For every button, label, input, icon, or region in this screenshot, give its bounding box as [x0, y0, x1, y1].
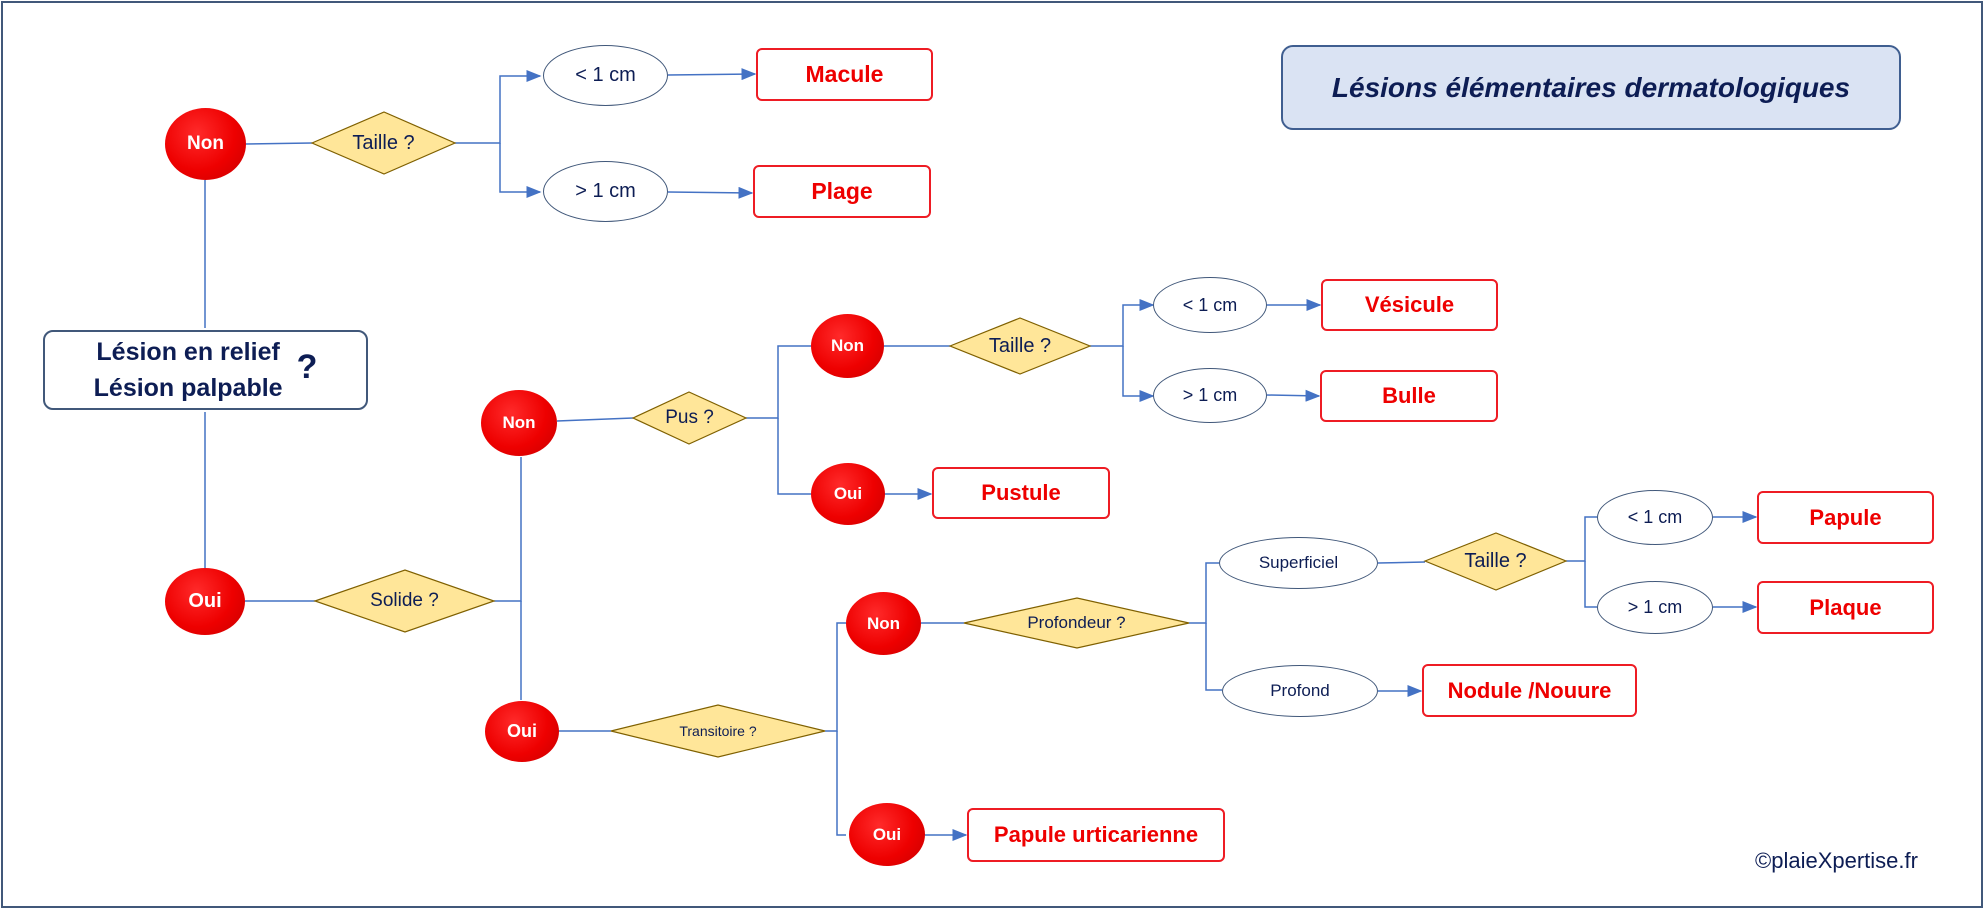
answer-non-pus: Non: [811, 314, 884, 378]
decision-solide-shape: [313, 569, 496, 633]
decision-taille2-shape: [948, 317, 1092, 375]
connector-less-macule: [667, 68, 757, 81]
connector-taille-more: [499, 143, 542, 198]
size-more-plaque: > 1 cm: [1597, 581, 1713, 634]
decision-taille-shape: [310, 111, 457, 175]
connector-profondeur-profond: [1205, 623, 1222, 691]
result-vesicule: Vésicule: [1321, 279, 1498, 331]
decision-transitoire: Transitoire ?: [679, 723, 757, 739]
diagram-title-box: Lésions élémentaires dermatologiques: [1281, 45, 1901, 130]
answer-oui-pus: Oui: [811, 463, 885, 525]
connector-taille-less: [455, 70, 542, 144]
answer-non-solide: Non: [481, 390, 557, 456]
decision-profondeur: Profondeur ?: [1027, 613, 1126, 632]
connector-non-taille: [245, 142, 313, 145]
result-nodule-nouure: Nodule /Nouure: [1422, 664, 1637, 717]
size-more-top: > 1 cm: [543, 161, 668, 222]
root-question-text: Lésion en relief Lésion palpable: [94, 334, 283, 406]
decision-profondeur-shape: [963, 597, 1190, 649]
connector-profondeur-superficiel: [1189, 562, 1219, 624]
result-papule: Papule: [1757, 491, 1934, 544]
depth-superficiel: Superficiel: [1219, 537, 1378, 589]
size-less-top: < 1 cm: [543, 45, 668, 106]
answer-oui-bottom: Oui: [165, 568, 245, 635]
root-question-mark: ?: [296, 347, 318, 386]
connector-taille2-less: [1090, 299, 1155, 347]
connector-non-pus: [556, 417, 634, 422]
decision-pus: Pus ?: [665, 407, 714, 428]
connector-superficiel-taille3: [1377, 561, 1426, 564]
decision-taille3-shape: [1423, 532, 1568, 591]
decision-taille: Taille ?: [352, 131, 415, 154]
result-macule: Macule: [756, 48, 933, 101]
connector-more-bulle: [1266, 389, 1321, 402]
decision-taille-bulle: Taille ?: [988, 334, 1052, 357]
connector-taille2-more: [1122, 346, 1155, 402]
answer-oui-transitoire: Oui: [849, 803, 925, 866]
result-papule-urticarienne: Papule urticarienne: [967, 808, 1225, 862]
result-plage: Plage: [753, 165, 931, 218]
decision-transitoire-shape: [610, 704, 826, 758]
connector-transitoire-oui: [836, 731, 846, 836]
root-line-1: Lésion en relief: [96, 338, 280, 366]
size-less-vesicule: < 1 cm: [1153, 277, 1267, 333]
answer-oui-solide: Oui: [485, 701, 559, 762]
answer-non-transitoire: Non: [846, 592, 921, 655]
root-line-2: Lésion palpable: [93, 374, 283, 402]
connector-taille3-less: [1566, 516, 1597, 562]
connector-pus-non: [746, 345, 811, 419]
size-less-papule: < 1 cm: [1597, 490, 1713, 545]
connector-taille3-more: [1584, 561, 1597, 608]
decision-taille-superficiel: Taille ?: [1464, 549, 1527, 572]
size-more-bulle: > 1 cm: [1153, 368, 1267, 423]
connector-solide-non: [494, 457, 522, 602]
connector-pus-oui: [777, 418, 811, 495]
diagram-title: Lésions élémentaires dermatologiques: [1331, 71, 1851, 103]
depth-profond: Profond: [1222, 665, 1378, 717]
decision-pus-shape: [631, 391, 748, 445]
decision-solide: Solide ?: [370, 590, 439, 611]
copyright: ©plaieXpertise.fr: [1755, 848, 1918, 873]
result-plaque: Plaque: [1757, 581, 1934, 634]
connector-transitoire-non: [825, 622, 846, 732]
result-bulle: Bulle: [1320, 370, 1498, 422]
connector-more-plage: [667, 186, 754, 199]
result-pustule: Pustule: [932, 467, 1110, 519]
root-question: Lésion en relief Lésion palpable ?: [43, 330, 368, 410]
answer-non-top: Non: [165, 108, 246, 180]
